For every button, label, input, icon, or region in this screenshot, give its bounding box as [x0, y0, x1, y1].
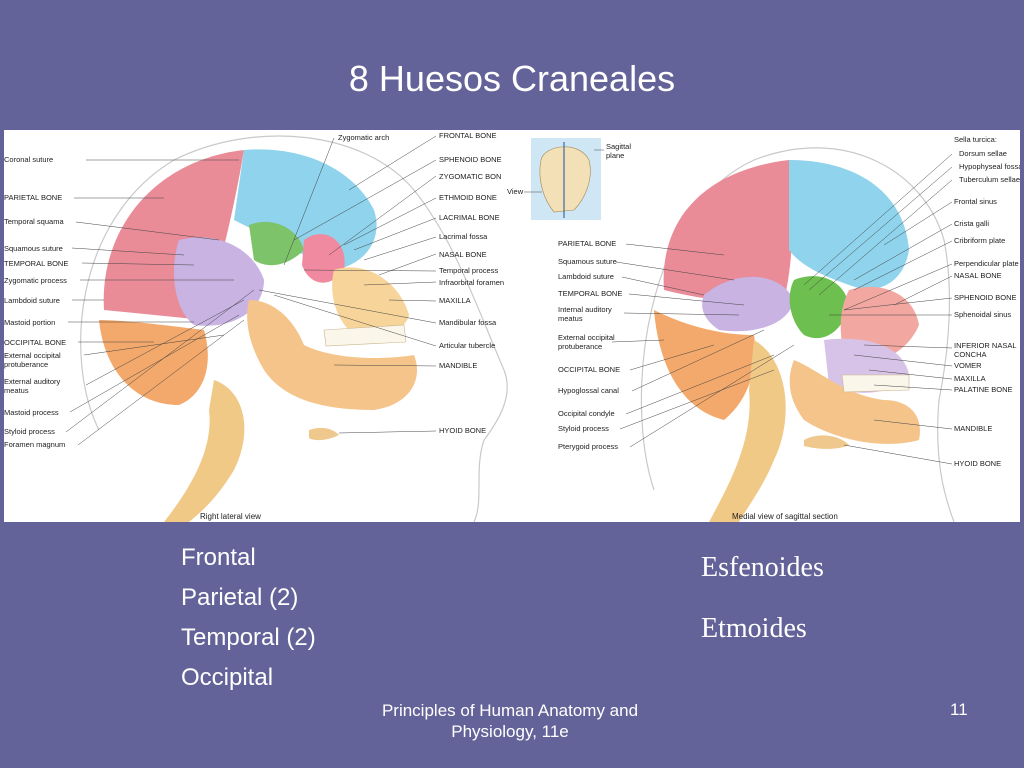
label-zygomatic-bone: ZYGOMATIC BON: [439, 172, 502, 181]
occipital-bone-right: [654, 310, 756, 420]
label-sphenoid-bone: SPHENOID BONE: [439, 155, 502, 164]
bone-item-frontal: Frontal: [181, 544, 256, 571]
label-lacrimal-bone: LACRIMAL BONE: [439, 213, 500, 222]
frontal-bone-right: [789, 160, 909, 290]
label-sphenoidal-sinus: Sphenoidal sinus: [954, 310, 1012, 319]
label-frontal-sinus: Frontal sinus: [954, 197, 997, 206]
label-hypophyseal-fossa: Hypophyseal fossa: [959, 162, 1020, 171]
bone-item-esfenoides: Esfenoides: [701, 552, 824, 583]
label-medial-occipital-bone: OCCIPITAL BONE: [558, 365, 621, 374]
footer-text: Principles of Human Anatomy and Physiolo…: [381, 701, 639, 741]
skull-illustration: [65, 135, 955, 522]
label-sella-turcica: Sella turcica:: [954, 135, 997, 144]
label-hypoglossal-canal: Hypoglossal canal: [558, 386, 619, 395]
bone-item-parietal: Parietal (2): [181, 584, 299, 611]
label-medial-mandible: MANDIBLE: [954, 424, 993, 433]
mandible-left: [247, 300, 418, 410]
label-pterygoid-process: Pterygoid process: [558, 442, 619, 451]
label-external-occipital-protuberance: External occipital protuberance: [4, 351, 61, 369]
hyoid-left: [309, 427, 339, 441]
teeth-left: [323, 324, 407, 347]
label-lambdoid-suture: Lambdoid suture: [4, 296, 60, 305]
label-medial-squamous-suture: Squamous suture: [558, 257, 617, 266]
cervical-spine-left: [164, 380, 245, 522]
label-medial-nasal-bone: NASAL BONE: [954, 271, 1002, 280]
label-inferior-nasal-concha: INFERIOR NASAL CONCHA: [954, 341, 1017, 359]
label-occipital-condyle: Occipital condyle: [558, 409, 615, 418]
maxilla-left: [332, 267, 409, 335]
label-medial-maxilla: MAXILLA: [954, 374, 986, 383]
inset-skull: [539, 146, 591, 213]
occipital-bone-left: [99, 320, 208, 405]
label-palatine-bone: PALATINE BONE: [954, 385, 1013, 394]
label-mastoid-portion: Mastoid portion: [4, 318, 56, 327]
mandible-right: [789, 360, 920, 444]
label-internal-auditory-meatus: Internal auditory meatus: [558, 305, 612, 323]
label-ethmoid-bone: ETHMOID BONE: [439, 193, 497, 202]
leader-lines-right: [611, 153, 953, 465]
label-medial-styloid-process: Styloid process: [558, 424, 609, 433]
frontal-bone-left: [234, 149, 377, 270]
label-frontal-bone: FRONTAL BONE: [439, 131, 497, 140]
caption-medial-view: Medial view of sagittal section: [732, 512, 838, 521]
teeth-right: [841, 374, 910, 393]
head-outline-left: [80, 135, 508, 522]
leader-lines-left: [65, 135, 437, 446]
label-nasal-bone: NASAL BONE: [439, 250, 487, 259]
label-parietal-bone: PARIETAL BONE: [4, 193, 63, 202]
label-articular-tubercle: Articular tubercle: [439, 341, 496, 350]
label-vomer: VOMER: [954, 361, 982, 370]
label-foramen-magnum: Foramen magnum: [4, 440, 66, 449]
skull-figure: Coronal suture PARIETAL BONE Temporal sq…: [4, 130, 1020, 522]
label-cribriform-plate: Cribriform plate: [954, 236, 1006, 245]
label-temporal-bone: TEMPORAL BONE: [4, 259, 69, 268]
temporal-bone-right: [702, 276, 794, 332]
label-mastoid-process: Mastoid process: [4, 408, 59, 417]
bone-list: Frontal Parietal (2) Temporal (2) Occipi…: [181, 538, 316, 698]
bone-item-occipital: Occipital: [181, 664, 274, 691]
slide-title: 8 Huesos Craneales: [348, 58, 676, 99]
label-tuberculum-sellae: Tuberculum sellae: [959, 175, 1020, 184]
label-medial-external-occipital-protuberance: External occipital protuberance: [558, 333, 615, 351]
label-lacrimal-fossa: Lacrimal fossa: [439, 232, 488, 241]
label-zygomatic-process: Zygomatic process: [4, 276, 67, 285]
label-styloid-process: Styloid process: [4, 427, 55, 436]
bone-item-etmoides: Etmoides: [701, 613, 807, 644]
sphenoid-bone-left: [249, 221, 304, 266]
cervical-spine-right: [709, 340, 786, 522]
label-maxilla: MAXILLA: [439, 296, 471, 305]
bone-item-temporal: Temporal (2): [181, 624, 316, 651]
label-temporal-squama: Temporal squama: [4, 217, 64, 226]
label-mandible: MANDIBLE: [439, 361, 478, 370]
label-perpendicular-plate: Perpendicular plate: [954, 259, 1019, 268]
parietal-bone-right: [663, 160, 793, 302]
label-squamous-suture: Squamous suture: [4, 244, 63, 253]
label-medial-temporal-bone: TEMPORAL BONE: [558, 289, 623, 298]
label-sagittal-plane: Sagittal plane: [606, 142, 632, 160]
head-outline-right: [640, 147, 955, 522]
hyoid-right: [804, 435, 849, 449]
page-number: 11: [950, 700, 968, 719]
label-coronal-suture: Coronal suture: [4, 155, 54, 164]
caption-right-lateral-view: Right lateral view: [200, 512, 261, 521]
sphenoid-bone-right: [789, 276, 849, 339]
label-infraorbital-foramen: Infraorbital foramen: [439, 278, 505, 287]
label-medial-sphenoid-bone: SPHENOID BONE: [954, 293, 1017, 302]
label-medial-parietal-bone: PARIETAL BONE: [558, 239, 617, 248]
label-hyoid-bone: HYOID BONE: [439, 426, 487, 435]
label-occipital-bone: OCCIPITAL BONE: [4, 338, 67, 347]
temporal-bone-left: [174, 237, 264, 326]
label-mandibular-fossa: Mandibular fossa: [439, 318, 497, 327]
label-temporal-process: Temporal process: [439, 266, 499, 275]
label-medial-hyoid-bone: HYOID BONE: [954, 459, 1002, 468]
label-external-auditory-meatus: External auditory meatus: [4, 377, 61, 395]
label-crista-galli: Crista galli: [954, 219, 990, 228]
label-medial-lambdoid-suture: Lambdoid suture: [558, 272, 614, 281]
label-view: View: [507, 187, 524, 196]
label-dorsum-sellae: Dorsum sellae: [959, 149, 1007, 158]
label-zygomatic-arch: Zygomatic arch: [338, 133, 390, 142]
